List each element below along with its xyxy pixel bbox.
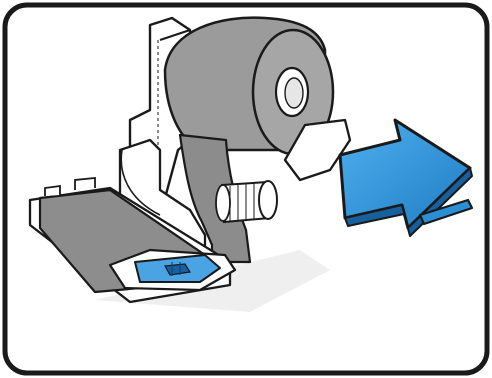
- roller-icon: [216, 181, 277, 222]
